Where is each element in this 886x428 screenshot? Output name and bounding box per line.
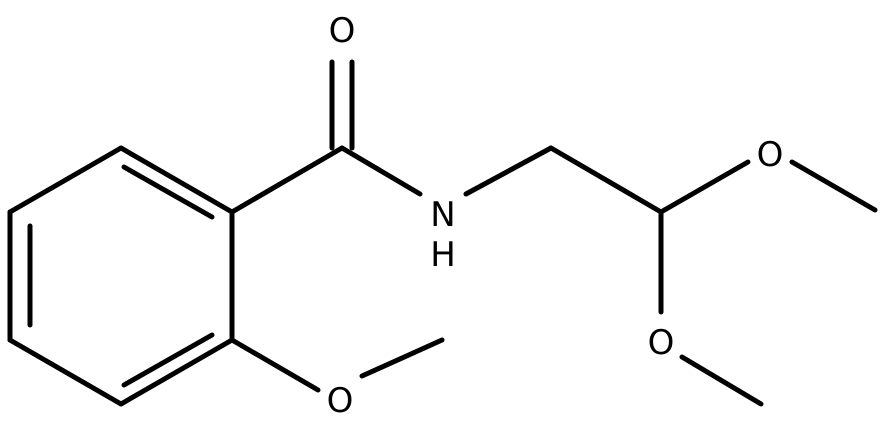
bond-ch-upper-oxygen: [658, 159, 751, 215]
bond-nitrogen-ch2: [463, 145, 554, 197]
acetal-oxygen-upper-label: O: [757, 135, 784, 175]
amide-hydrogen-label: H: [430, 235, 456, 275]
carbonyl-oxygen-label: O: [329, 11, 356, 51]
bond-lower-oxygen-methyl: [679, 354, 764, 407]
bond-ch2-ch: [548, 145, 664, 215]
aryl-ether-oxygen-label: O: [327, 381, 354, 421]
ring-bond-c5-c6: [7, 145, 124, 215]
bond-ether-oxygen-methyl: [359, 337, 445, 379]
ring-bond-c6-c1: [118, 145, 235, 215]
benzene-ring: [7, 145, 235, 407]
bond-carbonyl-nitrogen: [339, 145, 423, 197]
ring-double-inner-c2-c3: [121, 332, 215, 388]
dimethyl-acetal-chain: O O: [548, 135, 878, 407]
bond-ring-ether-oxygen: [229, 337, 321, 393]
amide-nitrogen-label: N: [430, 195, 455, 235]
ring-bond-c3-c4: [7, 337, 124, 407]
ring-double-inner-c6-c1: [121, 164, 215, 220]
bond-upper-oxygen-methyl: [789, 159, 878, 213]
aryl-methoxy-group: O: [229, 337, 445, 421]
acetal-oxygen-lower-label: O: [648, 323, 675, 363]
amide-group: O N H: [229, 11, 554, 275]
ring-bond-c2-c3: [118, 337, 235, 407]
bond-ring-carbonyl: [229, 145, 345, 215]
